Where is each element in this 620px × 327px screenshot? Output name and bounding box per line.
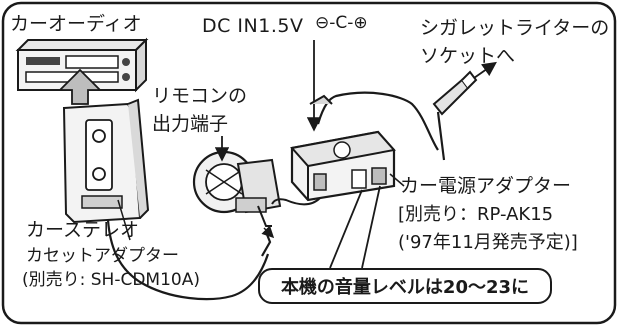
power-adapter-label-line2: [別売り：RP-AK15 <box>398 204 554 225</box>
callout-pointer-2 <box>361 185 381 269</box>
car-audio-unit-icon <box>15 37 149 93</box>
car-stereo-label-line1: カーステレオ <box>26 219 140 241</box>
battery-adapter-box-icon <box>290 130 396 202</box>
remote-output-label-line2: 出力端子 <box>152 113 229 135</box>
power-adapter-arrow <box>389 173 405 187</box>
car-stereo-label-line2: カセットアダプター <box>26 246 179 266</box>
power-adapter-label-line3: ('97年11月発売予定)] <box>398 232 578 253</box>
remote-output-label-line1: リモコンの <box>152 85 248 107</box>
cassette-adapter-icon <box>62 98 150 224</box>
cassette-label-pointer <box>117 199 131 241</box>
volume-level-text: 本機の音量レベルは20～23に <box>280 277 530 298</box>
cigarette-arrow <box>473 61 497 79</box>
car-stereo-label-line3: (別売り: SH-CDM10A) <box>22 270 200 290</box>
dc-in-label: DC IN1.5V <box>202 15 304 37</box>
car-audio-label: カーオーディオ <box>10 13 142 35</box>
cigarette-plug-icon <box>432 70 478 161</box>
dc-polarity-icon: ⊖-C-⊕ <box>315 13 368 33</box>
remote-plug-icon <box>261 231 272 257</box>
remote-cable <box>271 197 321 206</box>
remote-control-icon <box>192 150 282 227</box>
callout-pointer-1 <box>329 189 363 269</box>
insert-arrow-icon <box>57 68 103 105</box>
cassette-cable <box>106 219 270 301</box>
volume-level-callout: 本機の音量レベルは20～23に <box>258 268 552 304</box>
cigarette-socket-label-line2: ソケットへ <box>420 45 516 67</box>
cigarette-socket-label-line1: シガレットライターの <box>420 17 610 39</box>
power-adapter-label-line1: カー電源アダプター <box>400 175 572 197</box>
